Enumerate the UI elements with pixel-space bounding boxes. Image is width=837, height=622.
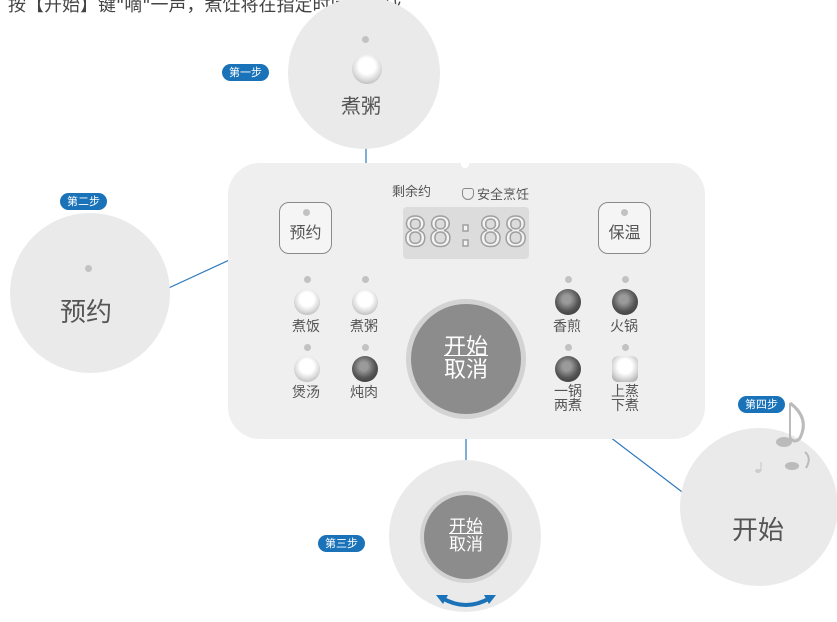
step1-badge: 第一步 (222, 64, 269, 81)
fry-pan-icon[interactable] (555, 289, 581, 315)
time-display: 88:88 (403, 207, 529, 259)
step4-circle (680, 428, 837, 586)
step3-cancel-label: 取消 (449, 535, 483, 555)
safe-cooking-indicator: 安全烹饪 (462, 184, 529, 203)
steam-led (622, 344, 629, 351)
soup-led (304, 344, 311, 351)
keep-warm-led (621, 209, 628, 216)
porridge-led (362, 276, 369, 283)
step3-start-label: 开始 (449, 517, 483, 538)
soup-icon[interactable] (294, 356, 320, 382)
panel-notch (461, 160, 469, 168)
fry-label[interactable]: 香煎 (553, 319, 581, 335)
stew-led (362, 344, 369, 351)
stew-meat-icon[interactable] (352, 356, 378, 382)
porridge-bowl-icon[interactable] (352, 289, 378, 315)
step2-badge: 第二步 (60, 193, 107, 210)
steam-label-line1: 上蒸 (611, 384, 639, 400)
hotpot-label[interactable]: 火锅 (610, 319, 638, 335)
press-arrow-icon (436, 595, 496, 607)
reserve-led-dot (303, 209, 310, 216)
porridge-icon (352, 54, 382, 84)
music-notes-icon (755, 401, 810, 473)
cook-rice-label[interactable]: 煮饭 (292, 319, 320, 335)
start-label: 开始 (443, 334, 488, 360)
start-cancel-button[interactable]: 开始 取消 (411, 304, 521, 414)
keep-warm-button[interactable]: 保温 (598, 202, 651, 254)
steam-label[interactable]: 上蒸 下煮 (611, 385, 639, 413)
step4-badge: 第四步 (738, 396, 785, 413)
steam-label-line2: 下煮 (611, 398, 639, 414)
step2-label: 预约 (60, 298, 113, 328)
fry-led (565, 276, 572, 283)
hotpot-icon[interactable] (612, 289, 638, 315)
porridge-label[interactable]: 煮粥 (350, 319, 378, 335)
cook-rice-led (304, 276, 311, 283)
shield-icon (462, 187, 474, 200)
one-pot-label[interactable]: 一锅 两煮 (554, 385, 582, 413)
stew-label[interactable]: 炖肉 (350, 385, 378, 401)
step1-indicator-led (362, 36, 369, 43)
safe-cooking-label: 安全烹饪 (477, 188, 530, 203)
step1-label: 煮粥 (341, 94, 381, 118)
one-pot-led (565, 344, 572, 351)
one-pot-label-line1: 一锅 (554, 384, 582, 400)
step4-label: 开始 (732, 516, 785, 546)
soup-label[interactable]: 煲汤 (292, 385, 320, 401)
one-pot-icon[interactable] (555, 356, 581, 382)
step3-start-cancel-button: 开始 取消 (424, 495, 508, 579)
step2-circle (10, 213, 170, 373)
instruction-text: 按【开始】键"嘀"一声，煮饪将在指定时间后完成 (8, 0, 403, 16)
hotpot-led (622, 276, 629, 283)
step2-indicator-led (85, 265, 92, 272)
steamer-icon[interactable] (612, 356, 638, 382)
remaining-time-label: 剩余约 (392, 185, 432, 200)
step3-badge: 第三步 (318, 535, 365, 552)
cancel-label: 取消 (443, 358, 488, 383)
one-pot-label-line2: 两煮 (554, 398, 582, 414)
rice-bowl-icon[interactable] (294, 289, 320, 315)
